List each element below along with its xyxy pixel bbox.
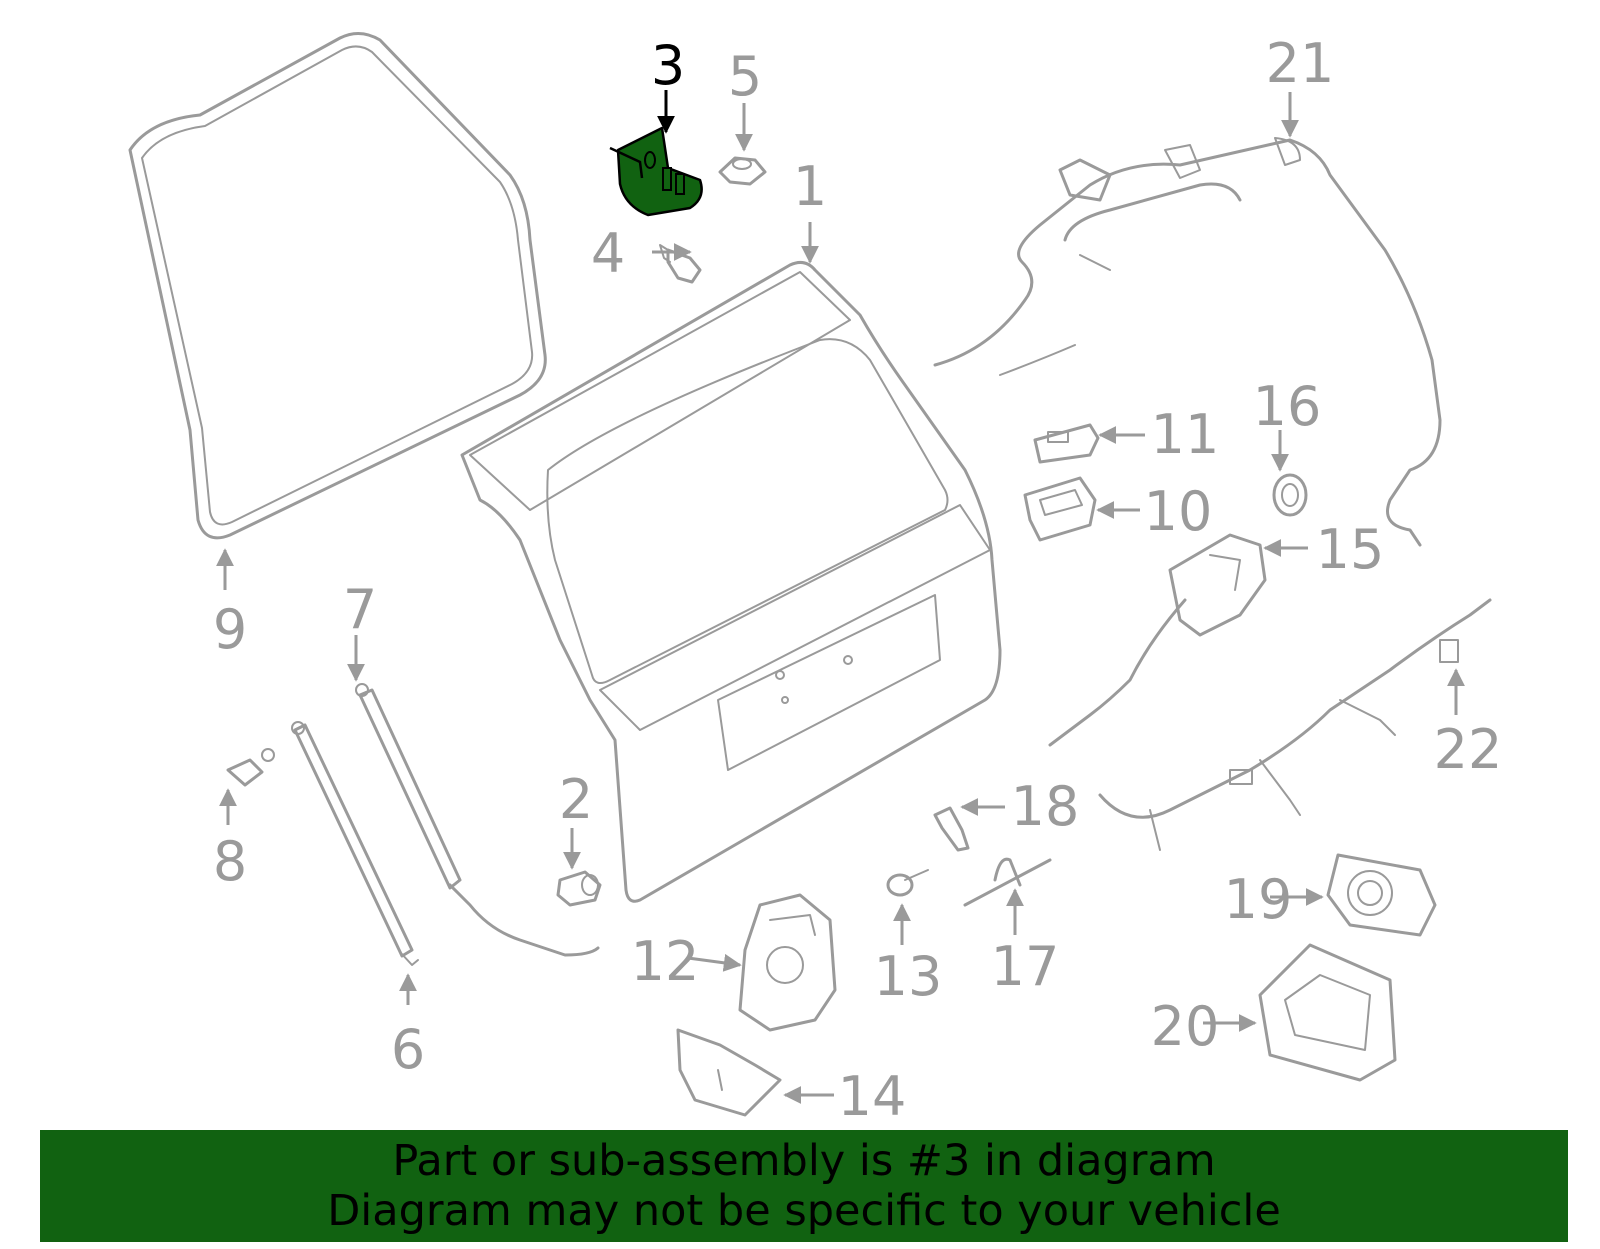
leader-arrows xyxy=(216,90,1465,1104)
callout-12: 12 xyxy=(631,930,700,993)
info-banner: Part or sub-assembly is #3 in diagram Di… xyxy=(40,1130,1568,1242)
callout-14: 14 xyxy=(838,1065,907,1128)
callout-5: 5 xyxy=(728,45,762,108)
callout-7: 7 xyxy=(343,578,377,641)
part-13-bolt xyxy=(886,869,929,897)
callout-9: 9 xyxy=(213,598,247,661)
callout-22: 22 xyxy=(1434,718,1503,781)
callout-1: 1 xyxy=(793,155,827,218)
part-1-liftgate xyxy=(460,260,1002,903)
callout-13: 13 xyxy=(874,945,943,1008)
callout-20: 20 xyxy=(1151,995,1220,1058)
callout-16: 16 xyxy=(1253,375,1322,438)
part-6-strut xyxy=(291,721,419,966)
part-19-camera xyxy=(1326,853,1437,937)
part-2-bumper xyxy=(556,870,602,907)
callout-4: 4 xyxy=(591,222,625,285)
parts-diagram: 1 2 3 4 5 6 7 8 9 10 11 12 13 14 15 16 1… xyxy=(128,32,1503,1128)
callout-18: 18 xyxy=(1011,775,1080,838)
part-11-switch xyxy=(1033,423,1100,464)
callout-labels: 1 2 3 4 5 6 7 8 9 10 11 12 13 14 15 16 1… xyxy=(213,32,1503,1128)
part-15-latch-cable xyxy=(1048,533,1267,747)
part-5-nut xyxy=(718,156,767,186)
banner-line-1: Part or sub-assembly is #3 in diagram xyxy=(392,1136,1216,1186)
part-17-rod xyxy=(963,857,1052,907)
part-12-latch xyxy=(738,893,837,1032)
part-21-wiring-harness xyxy=(933,137,1442,547)
part-9-weatherstrip xyxy=(128,32,547,540)
callout-2: 2 xyxy=(559,768,593,831)
callout-21: 21 xyxy=(1266,32,1335,95)
callout-11: 11 xyxy=(1151,403,1220,466)
callout-10: 10 xyxy=(1144,480,1213,543)
banner-line-2: Diagram may not be specific to your vehi… xyxy=(327,1186,1281,1236)
part-16-grommet xyxy=(1272,473,1308,517)
callout-6: 6 xyxy=(391,1018,425,1081)
callout-8: 8 xyxy=(213,830,247,893)
part-3-hinge-bracket xyxy=(609,126,703,217)
part-8-ball-stud xyxy=(226,748,275,787)
callout-15: 15 xyxy=(1316,518,1385,581)
part-7-strut xyxy=(355,683,600,957)
part-18-clip xyxy=(933,806,970,852)
part-20-bezel xyxy=(1258,943,1397,1082)
callout-3: 3 xyxy=(651,34,685,97)
callout-19: 19 xyxy=(1224,868,1293,931)
callout-17: 17 xyxy=(991,935,1060,998)
part-22-harness xyxy=(1098,598,1492,851)
part-10-housing xyxy=(1023,476,1097,542)
part-14-trim xyxy=(676,1028,782,1117)
